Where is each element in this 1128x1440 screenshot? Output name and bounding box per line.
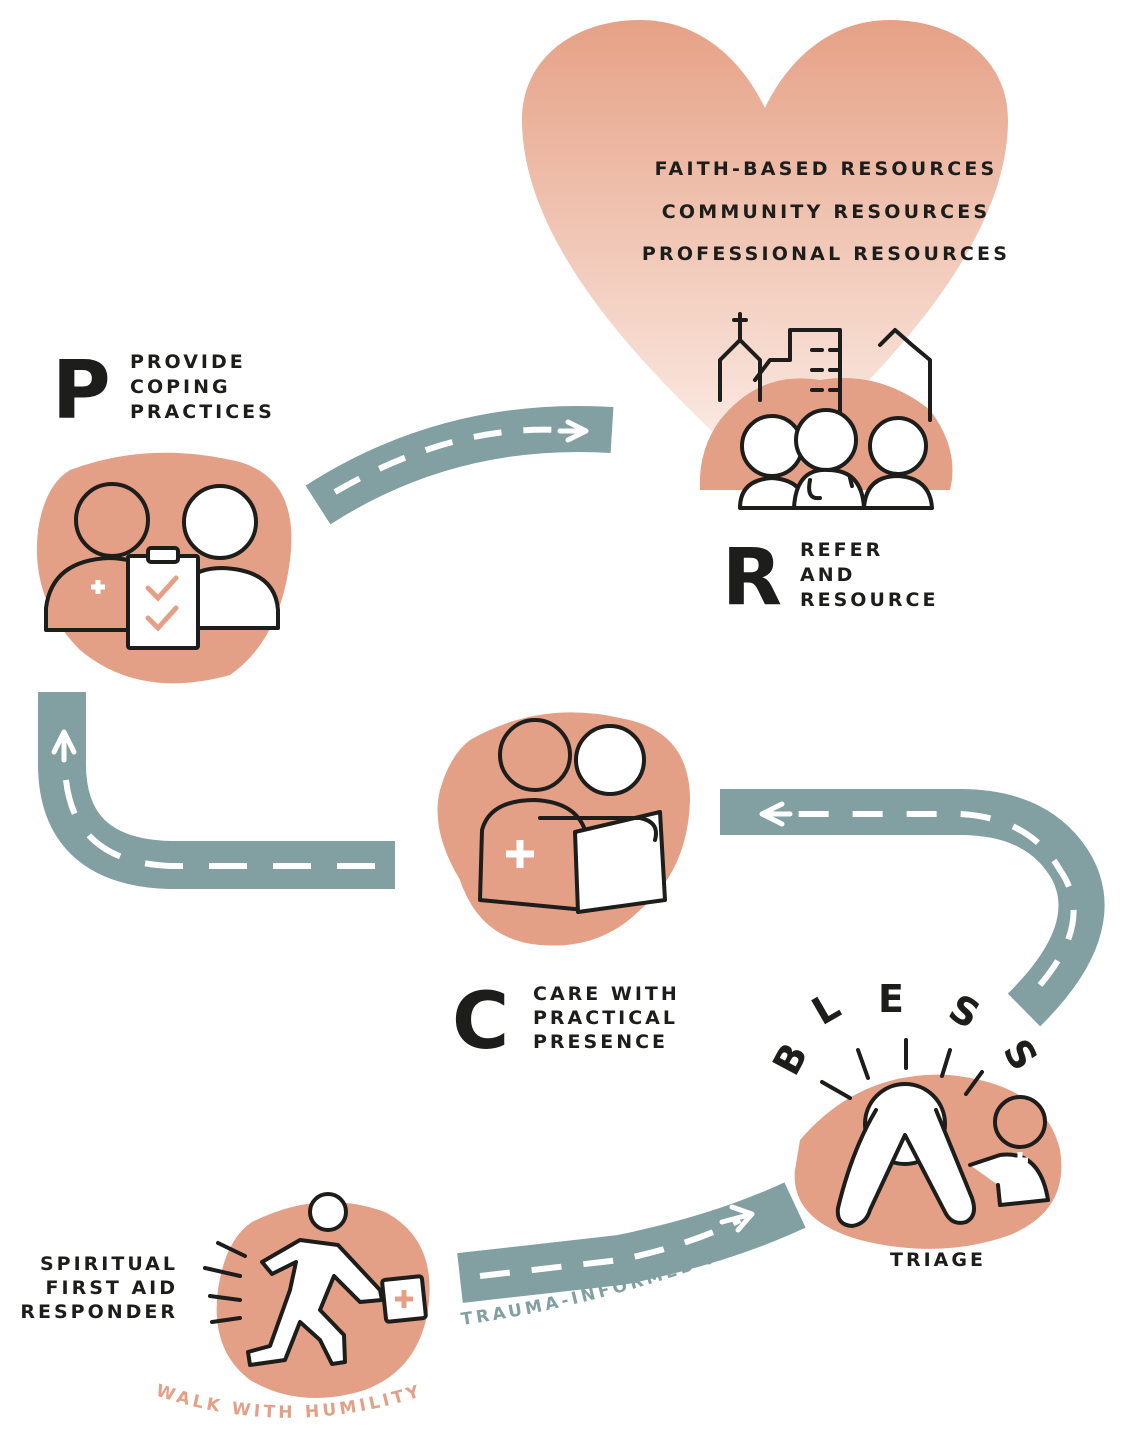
refer-label-2: AND — [800, 564, 855, 586]
professional-resources: PROFESSIONAL RESOURCES — [642, 243, 1010, 265]
refer-resource-icon — [699, 312, 953, 510]
road-arrow-icon — [719, 1204, 755, 1233]
coping-practices-icon — [36, 452, 292, 684]
responder-label-2: FIRST AID — [46, 1277, 178, 1299]
resources-heart — [522, 20, 1008, 474]
road-arrow-icon — [557, 419, 589, 443]
care-label-1: CARE WITH — [533, 983, 680, 1005]
care-label-2: PRACTICAL — [533, 1007, 678, 1029]
care-label-3: PRESENCE — [533, 1031, 668, 1053]
bless-letter-b: B — [764, 1036, 816, 1082]
care-letter: C — [452, 977, 509, 1067]
bless-letter-e: E — [878, 977, 904, 1021]
refer-letter: R — [722, 533, 782, 623]
refer-label-3: RESOURCE — [800, 589, 938, 611]
care-presence-icon — [437, 712, 690, 946]
road-bless-to-c — [720, 789, 1105, 1027]
road-p-to-r — [305, 405, 614, 525]
provide-label-3: PRACTICES — [130, 401, 275, 423]
refer-label-1: REFER — [800, 539, 883, 561]
bless-letter-s2: S — [994, 1031, 1046, 1078]
road-responder-to-triage — [457, 1182, 806, 1303]
triage-label: TRIAGE — [890, 1249, 986, 1271]
bless-letter-s1: S — [942, 986, 988, 1038]
provide-letter: P — [52, 344, 111, 437]
faith-based-resources: FAITH-BASED RESOURCES — [655, 158, 998, 180]
road-c-to-p — [38, 692, 395, 889]
triage-icon — [794, 1038, 1062, 1249]
provide-label-2: COPING — [130, 376, 231, 398]
road-arrow-icon — [51, 729, 77, 763]
provide-label-1: PROVIDE — [130, 351, 246, 373]
community-resources: COMMUNITY RESOURCES — [662, 201, 991, 223]
bless-letter-l: L — [805, 984, 848, 1034]
road-arrow-icon — [759, 801, 793, 827]
responder-label-3: RESPONDER — [20, 1301, 178, 1323]
responder-label-1: SPIRITUAL — [40, 1253, 178, 1275]
responder-icon — [203, 1192, 430, 1398]
